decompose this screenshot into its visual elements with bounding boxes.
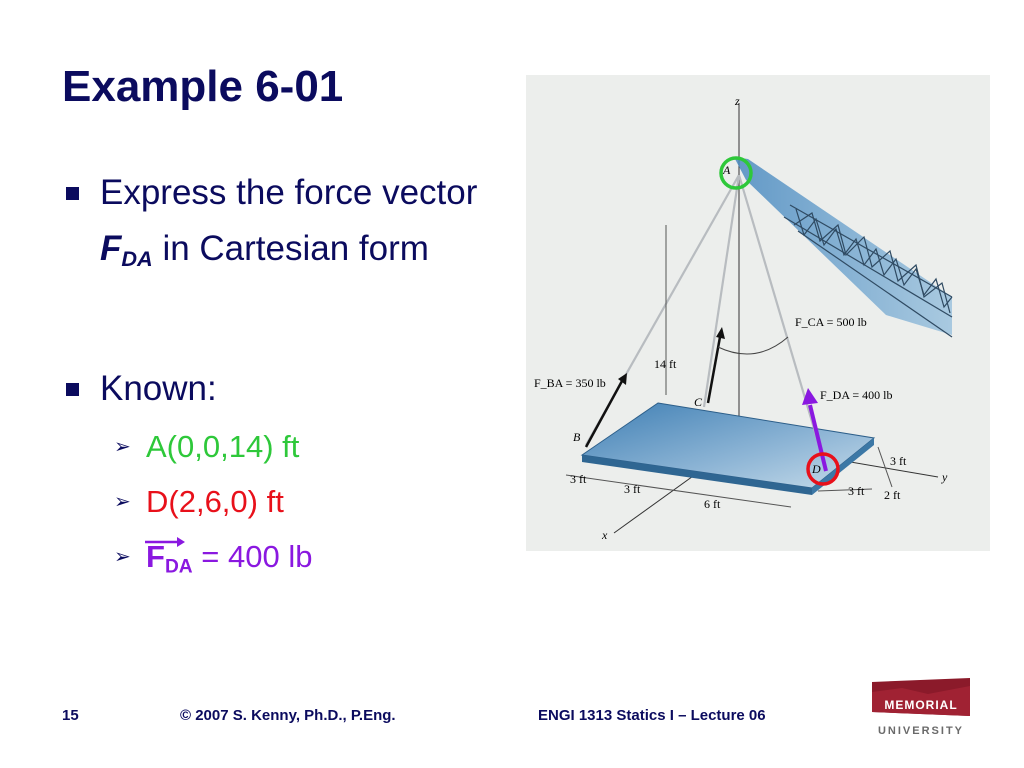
force-ca-label: F_CA = 500 lb xyxy=(795,315,867,329)
height-label: 14 ft xyxy=(654,357,677,371)
angle-arc xyxy=(717,336,789,355)
dim-label-1: 3 ft xyxy=(570,472,587,486)
crane-figure: z y x 14 ft xyxy=(526,75,990,551)
arrow-bullet-icon: ➢ xyxy=(114,491,131,514)
slide-title: Example 6-01 xyxy=(62,62,344,111)
arrow-fda-purple xyxy=(808,404,828,472)
highlight-circle-d xyxy=(806,452,840,486)
z-axis-label: z xyxy=(734,94,740,108)
arrow-head-ca xyxy=(716,327,725,339)
force-subscript: DA xyxy=(121,246,153,272)
dim-label-2: 3 ft xyxy=(624,482,641,496)
x-axis-label: x xyxy=(601,528,608,542)
memorial-logo-icon: MEMORIAL UNIVERSITY xyxy=(872,678,970,737)
logo-line1: MEMORIAL xyxy=(884,698,957,712)
dimension-lines xyxy=(565,446,893,508)
force-da-label: F_DA = 400 lb xyxy=(820,388,892,402)
logo-line2: UNIVERSITY xyxy=(878,725,964,737)
plate-side xyxy=(812,438,874,495)
square-bullet-icon xyxy=(66,383,79,397)
arrow-head-fda xyxy=(802,388,818,405)
dim-label-6: 2 ft xyxy=(884,488,901,502)
footer-course: ENGI 1313 Statics I – Lecture 06 xyxy=(538,707,766,724)
bullet-known: Known: xyxy=(62,361,502,417)
known-force-symbol: F xyxy=(146,539,165,575)
y-axis-label: y xyxy=(941,470,948,484)
force-vector-symbol: FDA xyxy=(145,537,193,578)
page-number: 15 xyxy=(62,707,79,724)
dim-label-5: 3 ft xyxy=(848,484,865,498)
bullet-express-after: in Cartesian form xyxy=(152,229,429,268)
point-c-label: C xyxy=(694,395,703,409)
force-ba-label: F_BA = 350 lb xyxy=(534,376,606,390)
bullet-express: Express the force vector FDA in Cartesia… xyxy=(62,165,502,287)
known-force-subscript: DA xyxy=(164,556,193,578)
point-a-label: A xyxy=(722,163,731,177)
known-a-text: A(0,0,14) ft xyxy=(146,429,300,465)
point-b-label: B xyxy=(573,430,581,444)
bullet-express-text: Express the force vector xyxy=(100,173,478,212)
footer-copyright: © 2007 S. Kenny, Ph.D., P.Eng. xyxy=(180,707,396,724)
force-arrows xyxy=(584,336,722,448)
point-d-label: D xyxy=(811,462,821,476)
force-symbol: F xyxy=(100,229,122,268)
square-bullet-icon xyxy=(66,187,79,200)
arrow-bullet-icon: ➢ xyxy=(114,546,131,569)
university-logo: MEMORIAL UNIVERSITY xyxy=(868,678,974,742)
known-force-text: = 400 lb xyxy=(192,539,313,575)
plate-edge xyxy=(582,455,812,495)
arrow-head-ba xyxy=(618,373,627,385)
dim-label-4: 3 ft xyxy=(890,454,907,468)
known-d-text: D(2,6,0) ft xyxy=(146,484,284,520)
highlight-circle-a xyxy=(719,156,753,190)
known-list: ➢ A(0,0,14) ft ➢ D(2,6,0) ft ➢ FDA = 400… xyxy=(62,419,502,594)
vector-arrow-icon xyxy=(145,537,185,548)
crane-diagram: z y x 14 ft xyxy=(534,94,953,542)
arrow-bullet-icon: ➢ xyxy=(114,436,131,459)
known-item-a: ➢ A(0,0,14) ft xyxy=(62,419,502,474)
bullet-known-text: Known: xyxy=(100,369,217,409)
bullet-list: Express the force vector FDA in Cartesia… xyxy=(62,165,502,594)
dim-label-3: 6 ft xyxy=(704,497,721,511)
known-item-d: ➢ D(2,6,0) ft xyxy=(62,474,502,529)
known-item-force: ➢ FDA = 400 lb xyxy=(62,529,502,594)
crane-truss xyxy=(783,204,953,338)
